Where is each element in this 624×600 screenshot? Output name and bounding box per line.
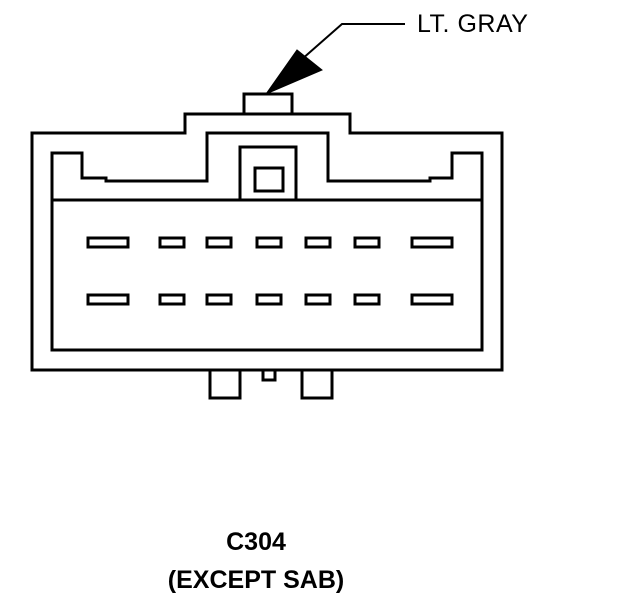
terminal-cavity	[205, 293, 233, 306]
terminal-cavity	[158, 236, 186, 249]
bottom-peg-left	[208, 368, 242, 400]
callout-leader-line	[300, 23, 405, 61]
bottom-peg-right	[300, 368, 334, 400]
terminal-cavity	[353, 236, 381, 249]
connector-note: (EXCEPT SAB)	[167, 566, 345, 594]
locking-tab	[242, 92, 294, 116]
terminal-cavity	[158, 293, 186, 306]
connector-outer-shell	[30, 112, 504, 372]
terminal-cavity	[410, 293, 454, 306]
terminal-cavity	[205, 236, 233, 249]
connector-name: C304	[226, 528, 286, 556]
terminal-cavity	[255, 293, 283, 306]
callout-arrowhead	[264, 49, 323, 96]
terminal-cavity	[304, 293, 332, 306]
center-key-inner	[253, 166, 285, 193]
terminal-cavity	[86, 236, 130, 249]
bottom-peg-center	[261, 368, 277, 382]
terminal-cavity	[86, 293, 130, 306]
color-callout-label: LT. GRAY	[417, 10, 529, 38]
terminal-cavity	[304, 236, 332, 249]
terminal-cavity	[255, 236, 283, 249]
connector-inner-face	[50, 131, 484, 352]
terminal-cavity	[410, 236, 454, 249]
terminal-cavity	[353, 293, 381, 306]
